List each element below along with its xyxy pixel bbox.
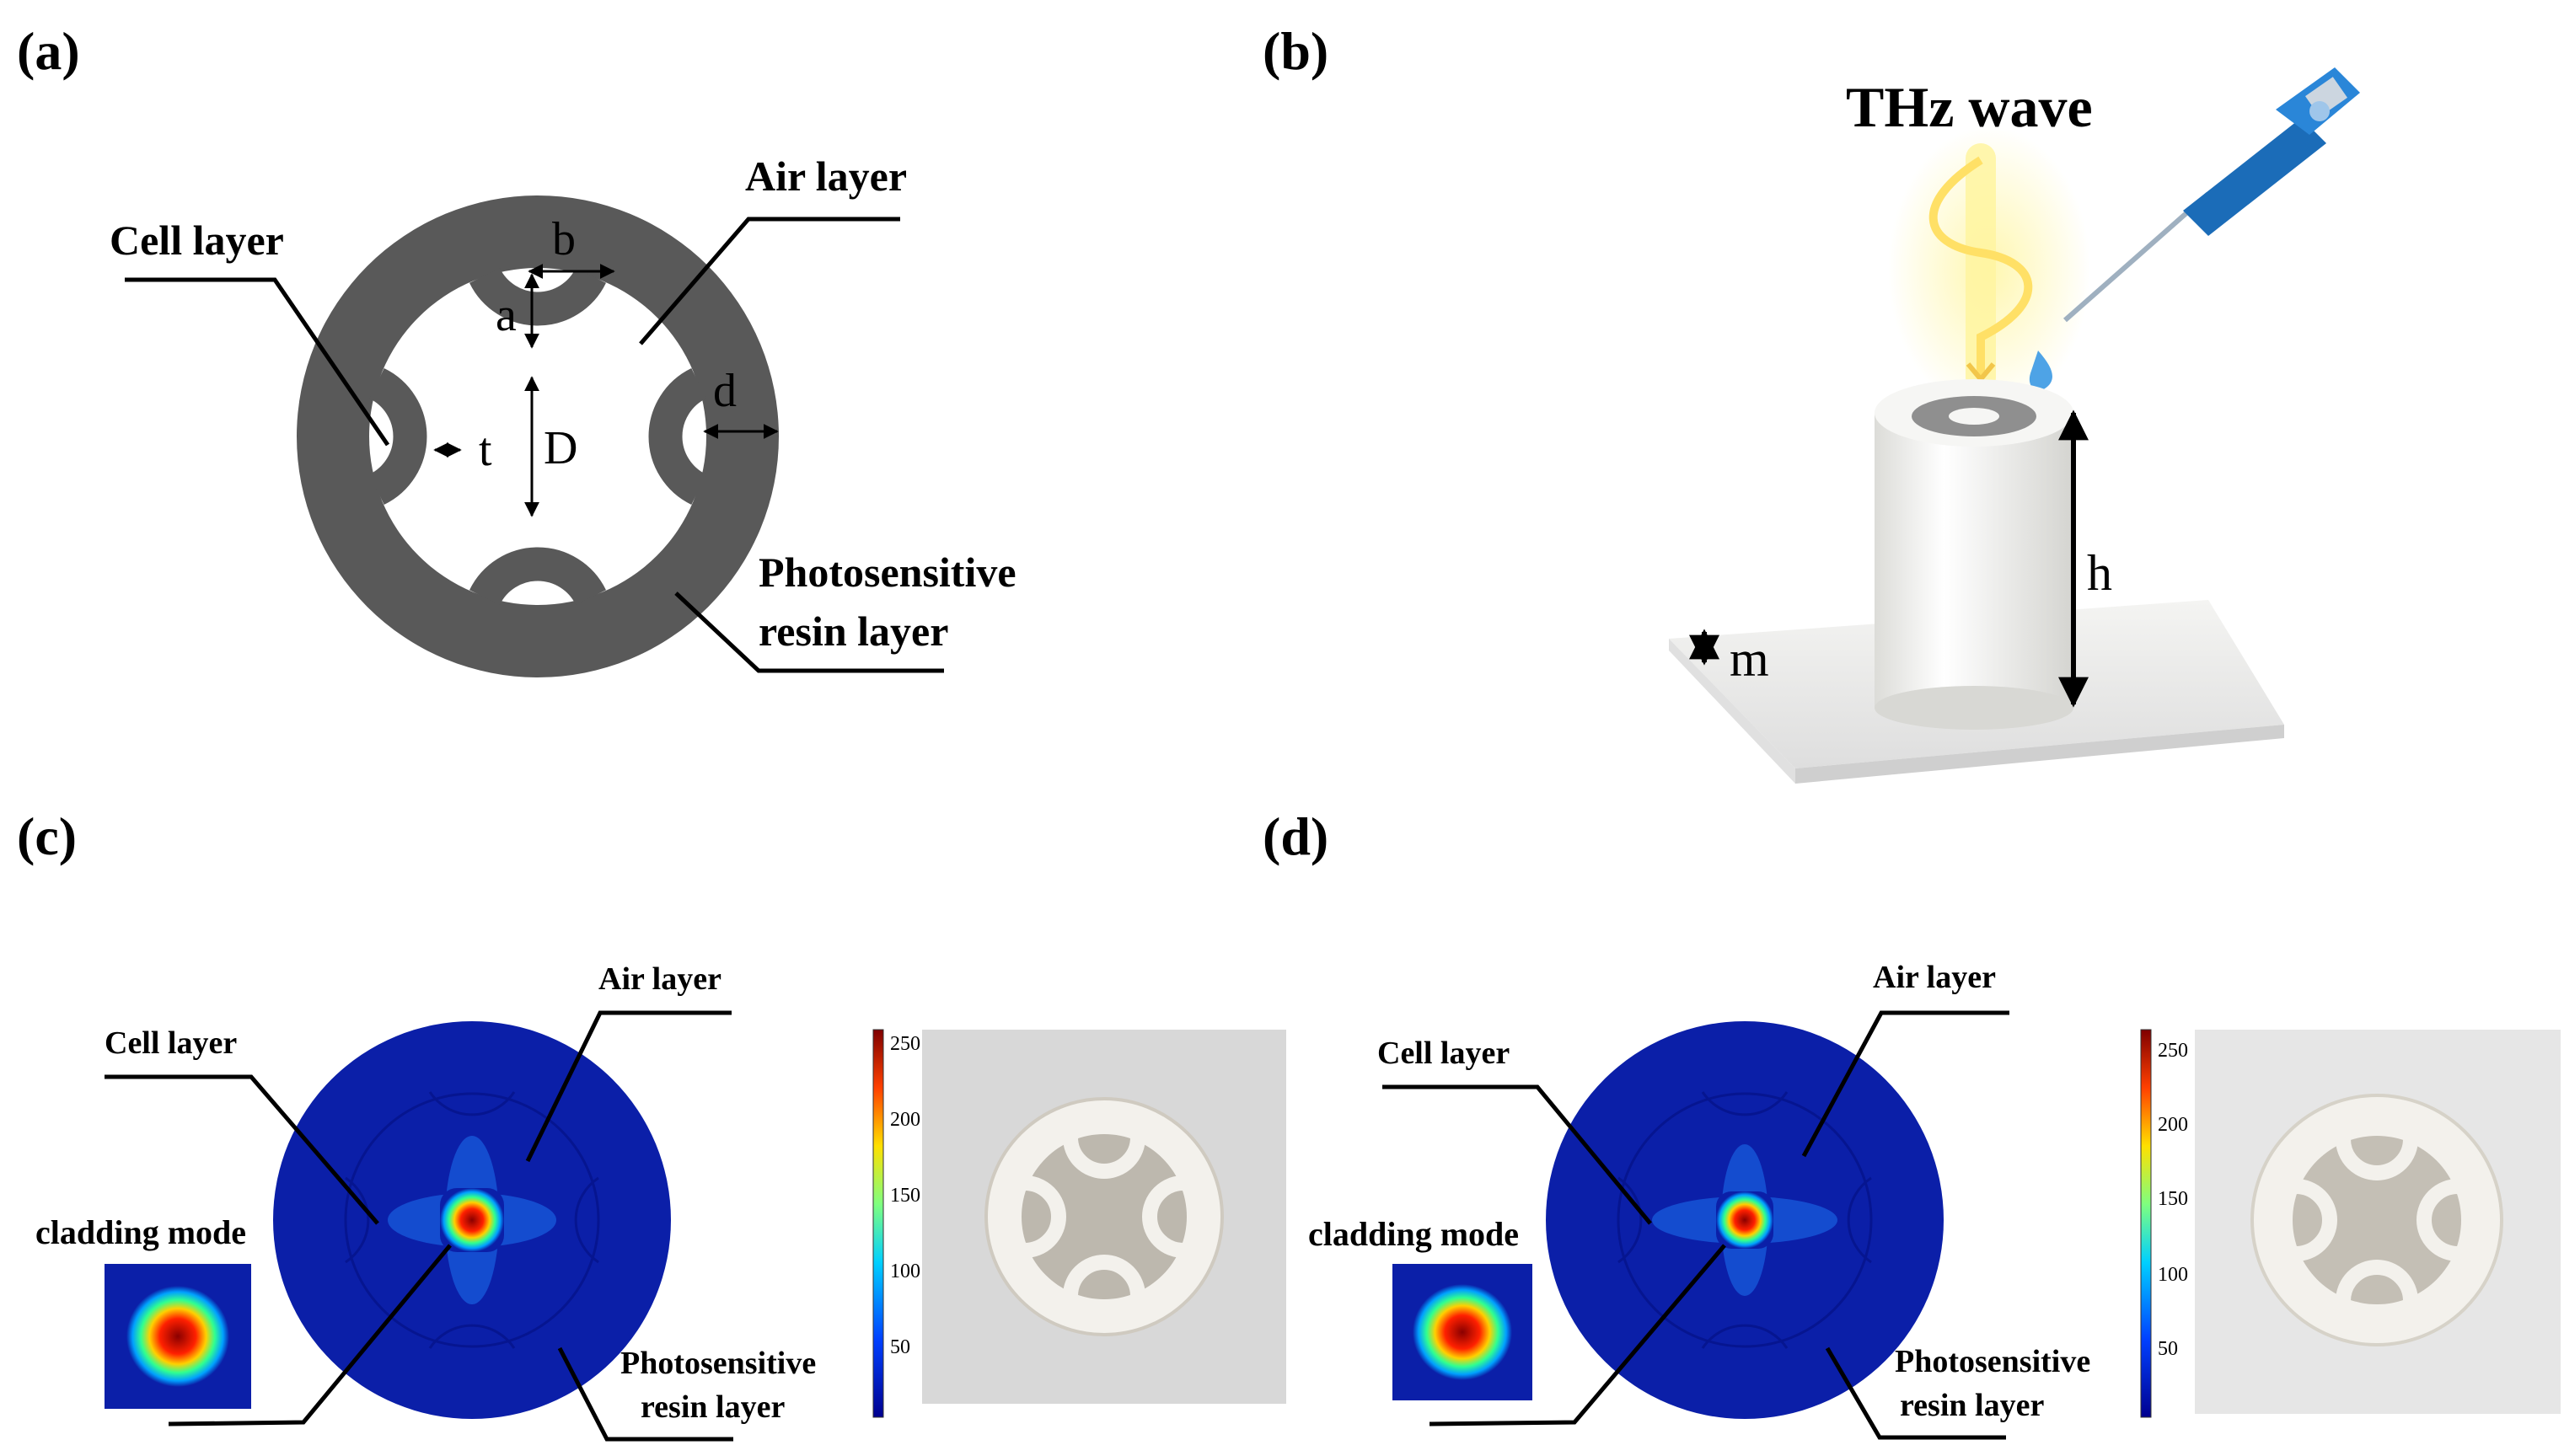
- cladding-mode-inset-d: [1392, 1264, 1532, 1400]
- colorbar-d-tick-50: 50: [2158, 1338, 2178, 1360]
- colorbar-d: 250 200 150 100 50: [2140, 1029, 2188, 1418]
- colorbar-d-tick-150: 150: [2158, 1188, 2188, 1210]
- field-distribution-c: [273, 1021, 671, 1419]
- cell-layer-label-a: Cell layer: [110, 217, 284, 264]
- dim-d-label: d: [713, 365, 737, 417]
- dim-t-label: t: [479, 424, 492, 476]
- fiber-photo-d: [2195, 1030, 2561, 1414]
- colorbar-d-tick-100: 100: [2158, 1264, 2188, 1286]
- cladding-mode-label-d: cladding mode: [1308, 1215, 1519, 1253]
- resin-label-d-line2: resin layer: [1900, 1388, 2044, 1423]
- fiber-photo-c: [922, 1030, 1286, 1404]
- colorbar-c-tick-150: 150: [890, 1185, 920, 1207]
- dim-h-label: h: [2087, 545, 2112, 601]
- colorbar-c-tick-50: 50: [890, 1336, 910, 1358]
- dimension-arrows-b: [1689, 410, 2089, 708]
- colorbar-c: 250 200 150 100 50: [872, 1029, 920, 1418]
- panel-label-b: (b): [1263, 21, 1328, 81]
- resin-label-a-line2: resin layer: [759, 608, 948, 655]
- cladding-mode-label-c: cladding mode: [35, 1213, 246, 1251]
- dim-m-label: m: [1730, 631, 1769, 687]
- leader-lines-d: [1382, 1010, 2009, 1440]
- panel-label-a: (a): [17, 21, 80, 81]
- printed-fiber-model: [1669, 379, 2284, 784]
- resin-label-a-line1: Photosensitive: [759, 549, 1016, 596]
- panel-label-d: (d): [1263, 806, 1328, 866]
- dim-D-label: D: [544, 422, 577, 474]
- dim-a-label: a: [496, 289, 517, 341]
- cladding-mode-inset-c: [105, 1264, 251, 1409]
- panel-label-c: (c): [17, 806, 77, 866]
- cell-layer-label-d: Cell layer: [1377, 1036, 1510, 1071]
- colorbar-c-tick-100: 100: [890, 1261, 920, 1282]
- field-distribution-d: [1546, 1021, 1944, 1419]
- resin-label-d-line1: Photosensitive: [1895, 1344, 2090, 1379]
- dim-b-label: b: [552, 213, 576, 265]
- colorbar-c-tick-200: 200: [890, 1109, 920, 1131]
- leader-lines-c: [105, 1010, 733, 1442]
- colorbar-d-tick-250: 250: [2158, 1040, 2188, 1062]
- air-layer-label-d: Air layer: [1873, 960, 1996, 995]
- thz-wave-label: THz wave: [1846, 75, 2093, 139]
- cell-layer-label-c: Cell layer: [105, 1025, 237, 1061]
- air-layer-label-a: Air layer: [745, 153, 907, 200]
- dimension-arrows-a: [433, 264, 779, 517]
- colorbar-c-tick-250: 250: [890, 1033, 920, 1055]
- thz-wave-beam: [1888, 126, 2090, 413]
- pipette-icon: [2029, 67, 2360, 391]
- resin-label-c-line2: resin layer: [641, 1389, 785, 1425]
- colorbar-d-tick-200: 200: [2158, 1114, 2188, 1136]
- air-layer-label-c: Air layer: [598, 961, 721, 997]
- resin-label-c-line1: Photosensitive: [620, 1346, 816, 1381]
- leader-lines-a: [125, 217, 944, 673]
